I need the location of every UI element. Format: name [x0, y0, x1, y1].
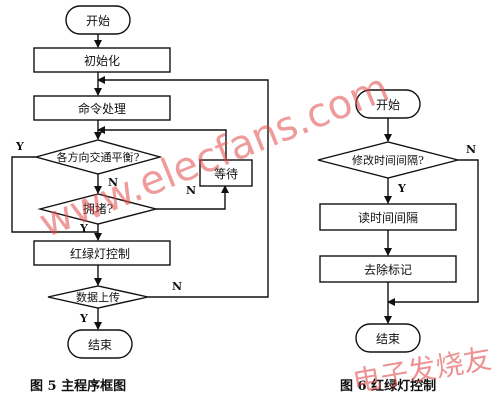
fig6-read-box	[319, 203, 457, 231]
fig5-end-text: 结束	[88, 338, 112, 352]
fig6-label-y: Y	[397, 182, 406, 195]
fig6-end-terminal	[355, 323, 421, 353]
fig5-wait-text: 等待	[214, 167, 238, 181]
fig5-wait-box	[199, 159, 253, 187]
fig5-cmd-text: 命令处理	[78, 101, 126, 116]
fig5-init-text: 初始化	[84, 54, 120, 68]
fig5-line-balance-yes	[11, 156, 98, 233]
fig6-caption: 图 6 红绿灯控制	[340, 378, 436, 394]
fig5-init-box	[33, 47, 171, 73]
fig5-line-jam-no	[156, 185, 229, 210]
fig6-line-modify-no	[387, 159, 479, 306]
fig6-clear-text: 去除标记	[364, 262, 412, 277]
fig5-end-terminal	[67, 329, 133, 359]
fig5-caption: 图 5 主程序框图	[30, 378, 126, 394]
fig5-label-y1: Y	[15, 140, 24, 153]
fig5-control-box	[33, 240, 171, 266]
fig6-end-text: 结束	[376, 332, 400, 346]
fig6-read-text: 读时间间隔	[358, 211, 418, 225]
fig5-label-n3: N	[172, 280, 182, 293]
figure-5-main-flowchart: 开始 初始化 命令处理 各方向交通平衡? N 拥堵? Y Y N 等待	[11, 5, 269, 394]
figure-6-light-control-flowchart: 开始 修改时间间隔? Y N 读时间间隔 去除标记 结束 图 6 红绿灯控制	[317, 89, 479, 394]
fig6-clear-box	[319, 255, 457, 283]
fig6-start-text: 开始	[376, 98, 400, 112]
fig5-control-text: 红绿灯控制	[70, 246, 130, 261]
fig5-start-text: 开始	[86, 14, 110, 28]
fig5-upload-text: 数据上传	[76, 290, 120, 304]
fig5-jam-text: 拥堵?	[83, 202, 113, 216]
fig5-balance-text: 各方向交通平衡?	[57, 150, 140, 164]
fig5-balance-decision	[33, 139, 163, 175]
fig5-cmd-box	[33, 95, 171, 121]
fig5-label-n1: N	[108, 176, 118, 189]
fig5-line-wait-cmd	[97, 126, 227, 160]
fig6-modify-text: 修改时间间隔?	[352, 153, 424, 167]
fig5-label-y3: Y	[79, 312, 88, 325]
fig5-label-n2: N	[186, 184, 196, 197]
fig5-label-y2: Y	[79, 222, 88, 235]
fig6-label-n: N	[466, 143, 476, 156]
fig5-line-upload-no	[97, 76, 269, 298]
